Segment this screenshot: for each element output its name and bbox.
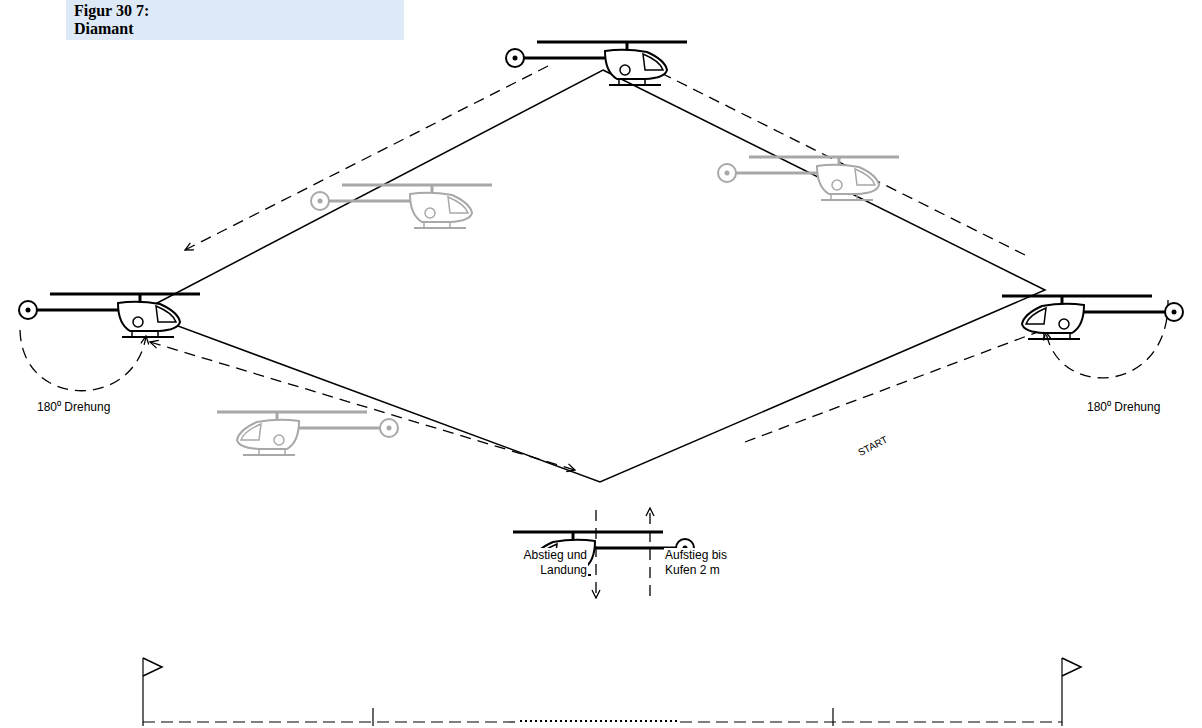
direction-arrow: [745, 316, 1080, 442]
turn-arc: [20, 330, 146, 391]
flag-pole: [142, 658, 143, 726]
flag: [1062, 658, 1081, 676]
helicopter-ghost: [718, 157, 899, 200]
helicopter-ghost: [217, 412, 398, 455]
direction-arrow: [185, 66, 548, 250]
helicopter-ghost: [311, 185, 492, 228]
direction-arrow: [150, 342, 575, 470]
flag-pole: [1061, 658, 1062, 726]
ground-tick: [832, 708, 833, 726]
helicopter: [1002, 296, 1183, 339]
ground-line: [680, 721, 1062, 722]
landing-zone: [520, 720, 680, 722]
flag: [143, 658, 162, 676]
helicopter: [19, 294, 200, 337]
ground-line: [143, 721, 520, 722]
ground: [143, 658, 1081, 726]
direction-arrow: [655, 70, 1025, 255]
note-label: 180⁰ Drehung: [1086, 400, 1161, 415]
note-label: Abstieg und Landung: [514, 548, 588, 578]
note-label: Aufstieg bis Kufen 2 m: [664, 548, 746, 578]
helicopters: [19, 42, 1183, 575]
figure-title: Figur 30 7: Diamant: [74, 2, 194, 39]
note-label: 180⁰ Drehung: [36, 400, 111, 415]
ascent-arrow: [649, 508, 650, 596]
diamond-path: [140, 70, 1045, 482]
start-label: START: [855, 433, 891, 460]
helicopter: [506, 42, 687, 85]
ground-tick: [372, 708, 373, 726]
direction-arrows: [20, 66, 1168, 598]
descent-arrow: [595, 510, 596, 598]
